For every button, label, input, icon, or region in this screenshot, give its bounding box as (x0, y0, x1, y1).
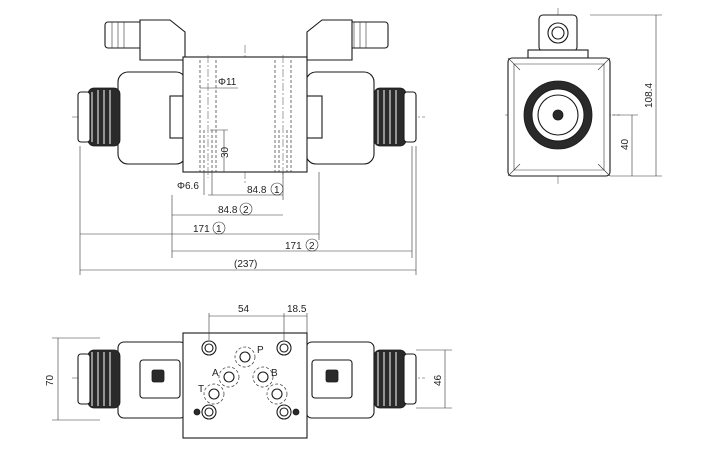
dim-171-first-mark: 1 (216, 224, 222, 235)
dim-171-second-value: 171 (285, 241, 302, 252)
dim-84-8-second-value: 84.8 (218, 205, 238, 216)
port-t-label: T (198, 384, 204, 395)
left-connector-plug (104, 19, 186, 61)
dim-84-8-first-mark: 1 (274, 185, 280, 196)
side-total-height-label: 108.4 (644, 83, 655, 108)
port-p-label: P (257, 345, 264, 356)
right-solenoid (305, 71, 417, 165)
top-view: P A B T 54 18.5 70 46 (45, 304, 452, 439)
port-b-label: B (271, 368, 278, 379)
dim-70-label: 70 (45, 374, 56, 386)
front-hole-diameter-label: Φ11 (218, 77, 237, 88)
right-connector-plug (306, 19, 389, 61)
dim-84-8-first-value: 84.8 (247, 185, 267, 196)
front-hole-depth-label: 30 (220, 146, 231, 158)
front-small-hole-label: Φ6.6 (177, 181, 199, 192)
valve-body-front (182, 56, 308, 173)
dim-171-second-mark: 2 (309, 241, 315, 252)
valve-body-top (182, 332, 308, 439)
dim-overall-length: (237) (234, 259, 257, 270)
dim-84-8-second-mark: 2 (243, 205, 249, 216)
side-view: 108.4 40 (505, 8, 662, 185)
dim-46-label: 46 (433, 374, 444, 386)
side-center-height-label: 40 (620, 138, 631, 150)
left-solenoid (77, 71, 187, 165)
front-view: Φ11 30 Φ6.6 84.8 1 84.8 2 171 1 171 2 (72, 19, 425, 275)
port-a-label: A (212, 368, 219, 379)
dim-171-first-value: 171 (193, 224, 210, 235)
dim-54-label: 54 (238, 304, 250, 315)
dim-18-5-label: 18.5 (287, 304, 307, 315)
